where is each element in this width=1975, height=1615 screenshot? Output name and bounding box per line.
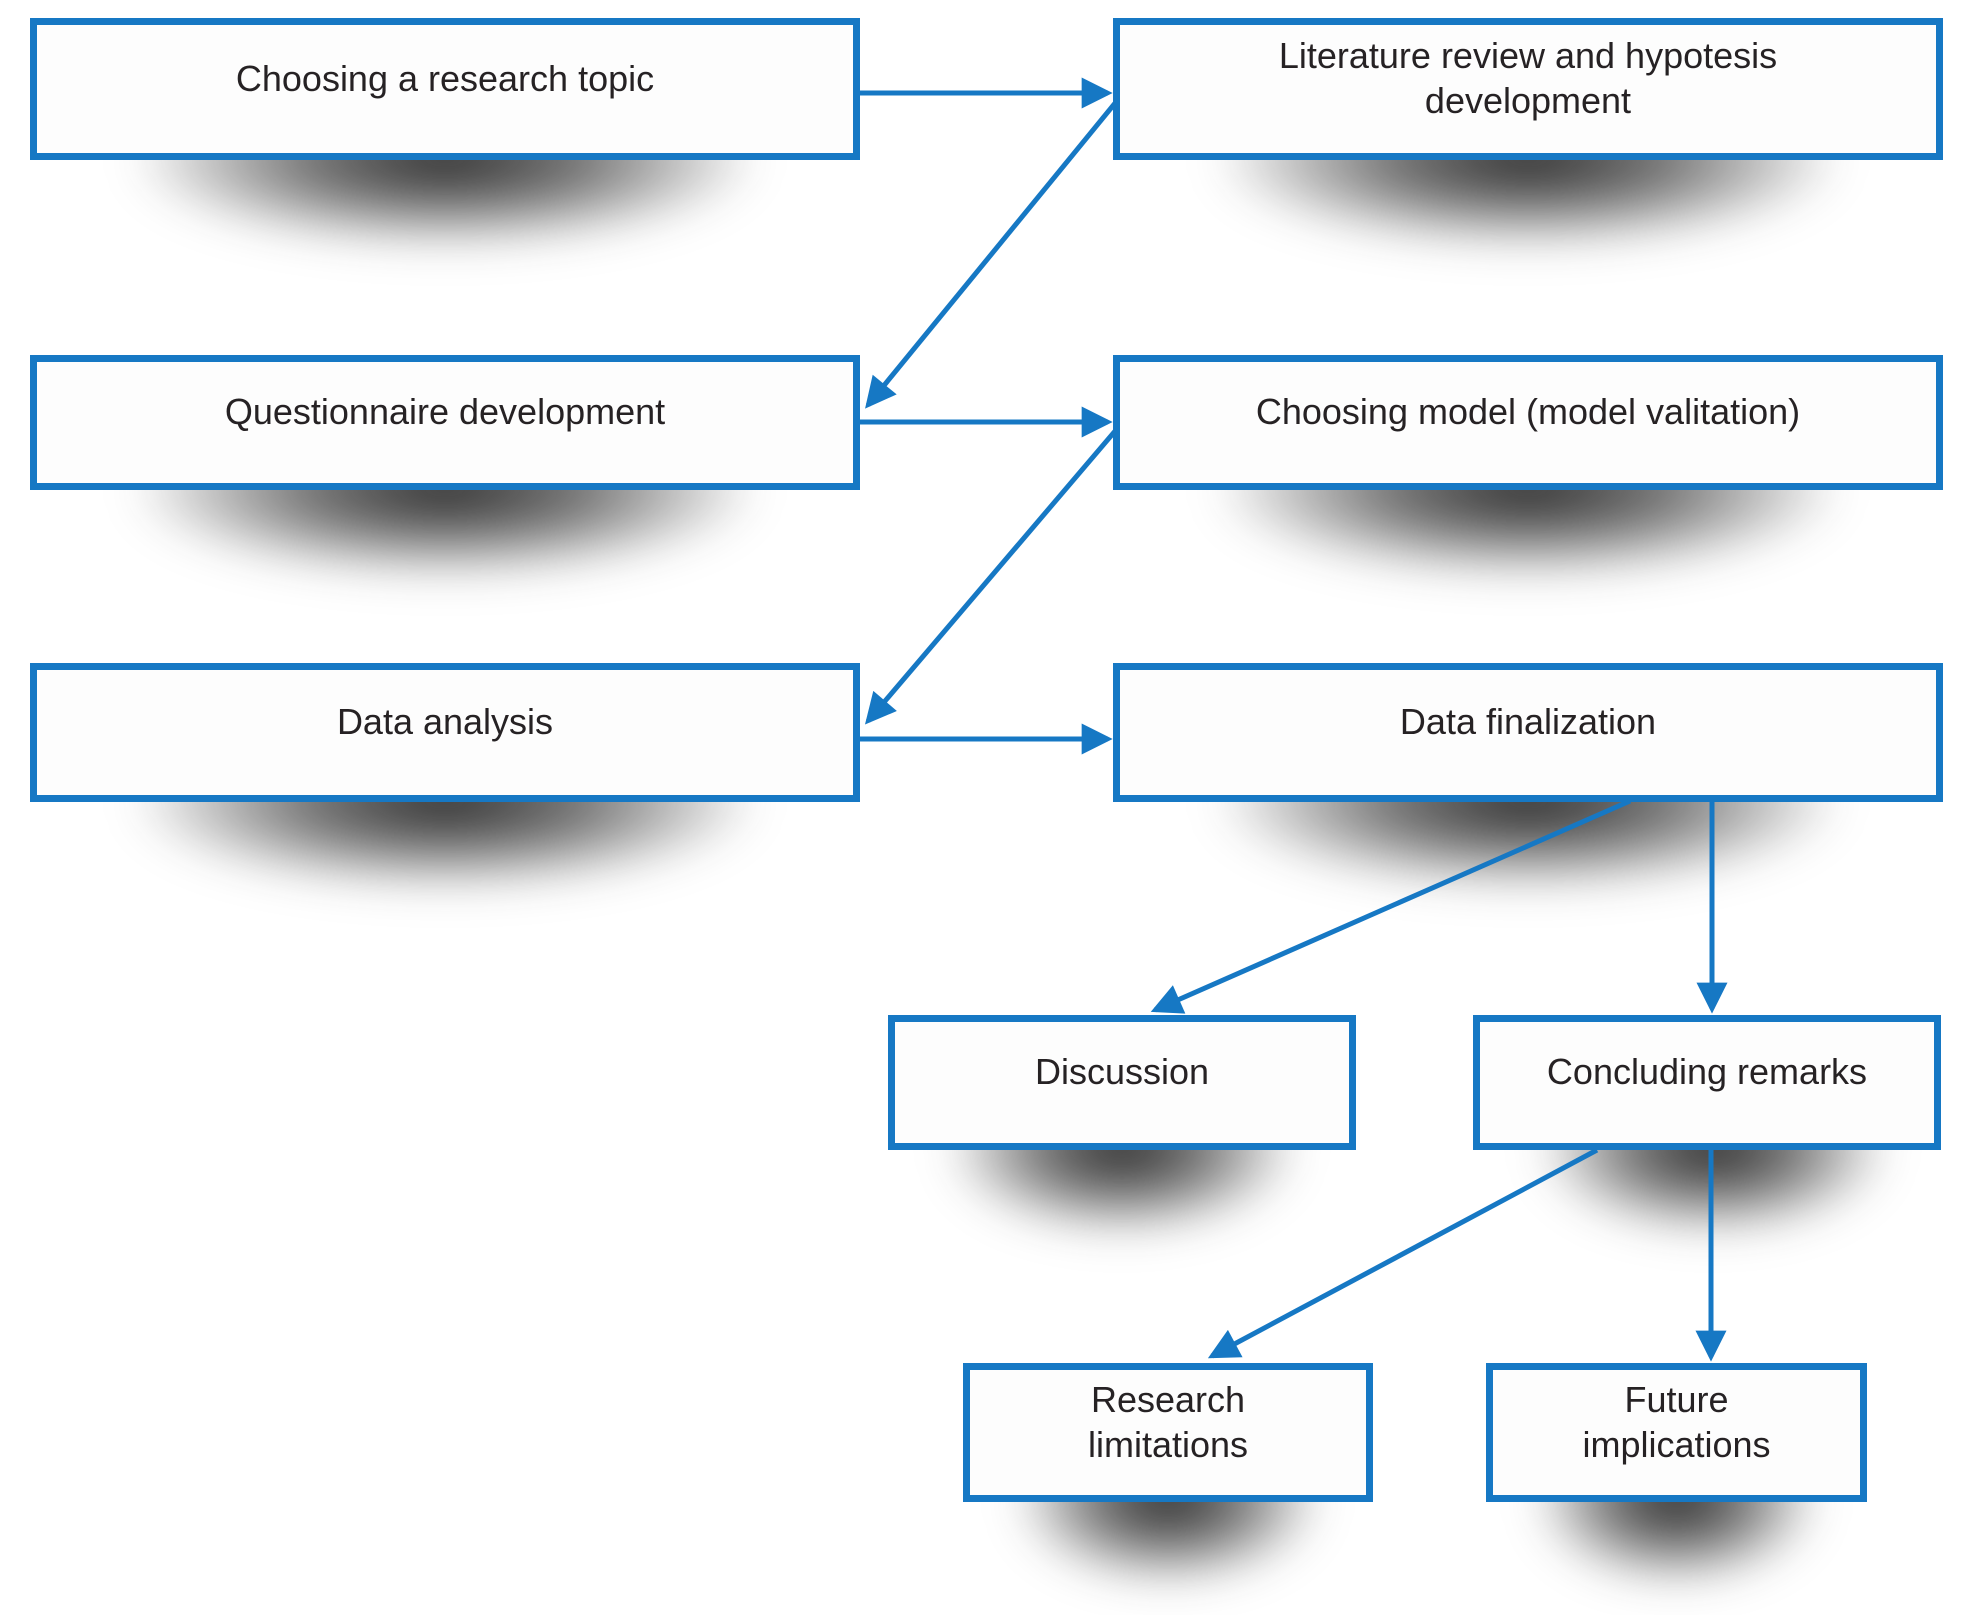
node-discussion: Discussion: [888, 1015, 1356, 1150]
node-data-analysis: Data analysis: [30, 663, 860, 802]
node-data-finalization: Data finalization: [1113, 663, 1943, 802]
node-choosing-research-topic: Choosing a research topic: [30, 18, 860, 160]
node-questionnaire-development: Questionnaire development: [30, 355, 860, 490]
edge-choosing-model-to-data-analysis: [864, 428, 1118, 725]
node-literature-review: Literature review and hypotesis developm…: [1113, 18, 1943, 160]
node-choosing-model: Choosing model (model valitation): [1113, 355, 1943, 490]
edge-literature-review-to-questionnaire-development: [865, 100, 1118, 409]
node-concluding-remarks: Concluding remarks: [1473, 1015, 1941, 1150]
node-future-implications: Future implications: [1486, 1363, 1867, 1502]
node-research-limitations: Research limitations: [963, 1363, 1373, 1502]
